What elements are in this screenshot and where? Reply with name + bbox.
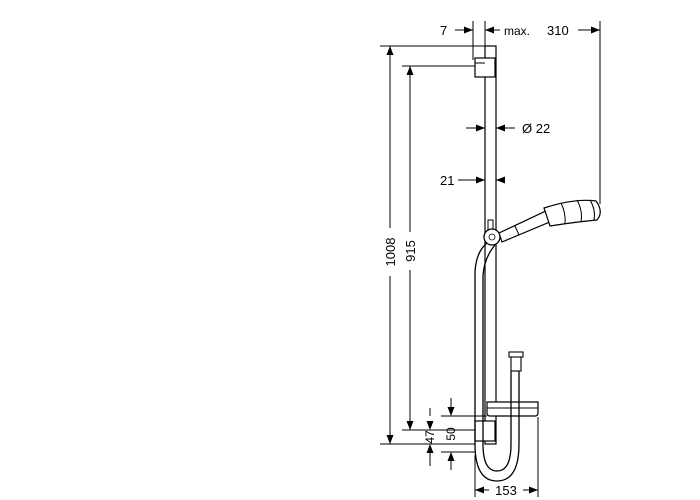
soap-shelf: [486, 401, 539, 417]
dim-47: 47: [423, 430, 437, 444]
dim-pipe-diameter: Ø 22: [522, 121, 550, 136]
hand-shower-head: [543, 199, 601, 227]
dim-mount-height: 915: [403, 240, 418, 262]
dim-max-reach: 310: [547, 23, 569, 38]
dim-total-height: 1008: [383, 238, 398, 267]
hose-connector: [510, 355, 522, 372]
shower-rail-assembly: [474, 45, 601, 482]
bottom-wall-bracket: [474, 420, 496, 442]
dim-max-label: max.: [504, 24, 530, 38]
dimension-lines: [380, 21, 601, 497]
shower-holder: [483, 228, 501, 246]
dim-width-bottom: 153: [495, 483, 517, 498]
dim-50: 50: [444, 427, 458, 441]
shower-hose: [474, 242, 520, 482]
dim-offset-top: 7: [440, 23, 447, 38]
dim-bar-depth: 21: [440, 173, 454, 188]
top-wall-bracket: [474, 57, 496, 78]
hand-shower-handle: [498, 209, 553, 243]
